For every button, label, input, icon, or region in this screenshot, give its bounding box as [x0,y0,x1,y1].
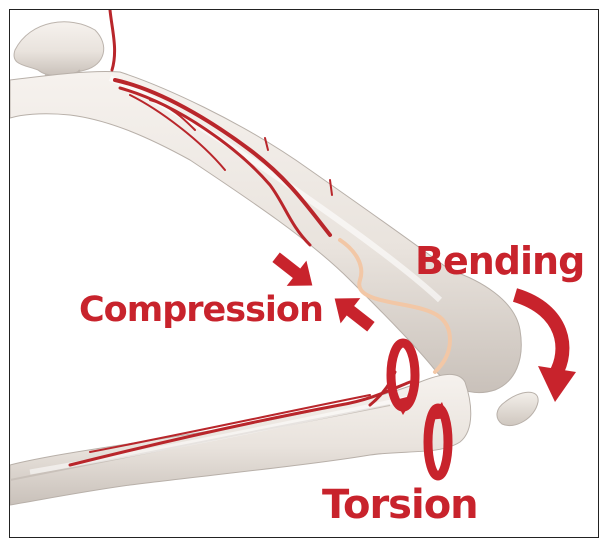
torsion-label: Torsion [322,482,478,528]
olecranon-fragment [497,392,538,425]
humerus-bone [10,72,521,393]
shoulder-bone [14,22,104,79]
figure-frame: Bending Compression Torsion [9,9,599,538]
bending-label: Bending [415,239,584,283]
compression-label: Compression [79,290,323,330]
bending-arrow-icon [515,295,576,402]
